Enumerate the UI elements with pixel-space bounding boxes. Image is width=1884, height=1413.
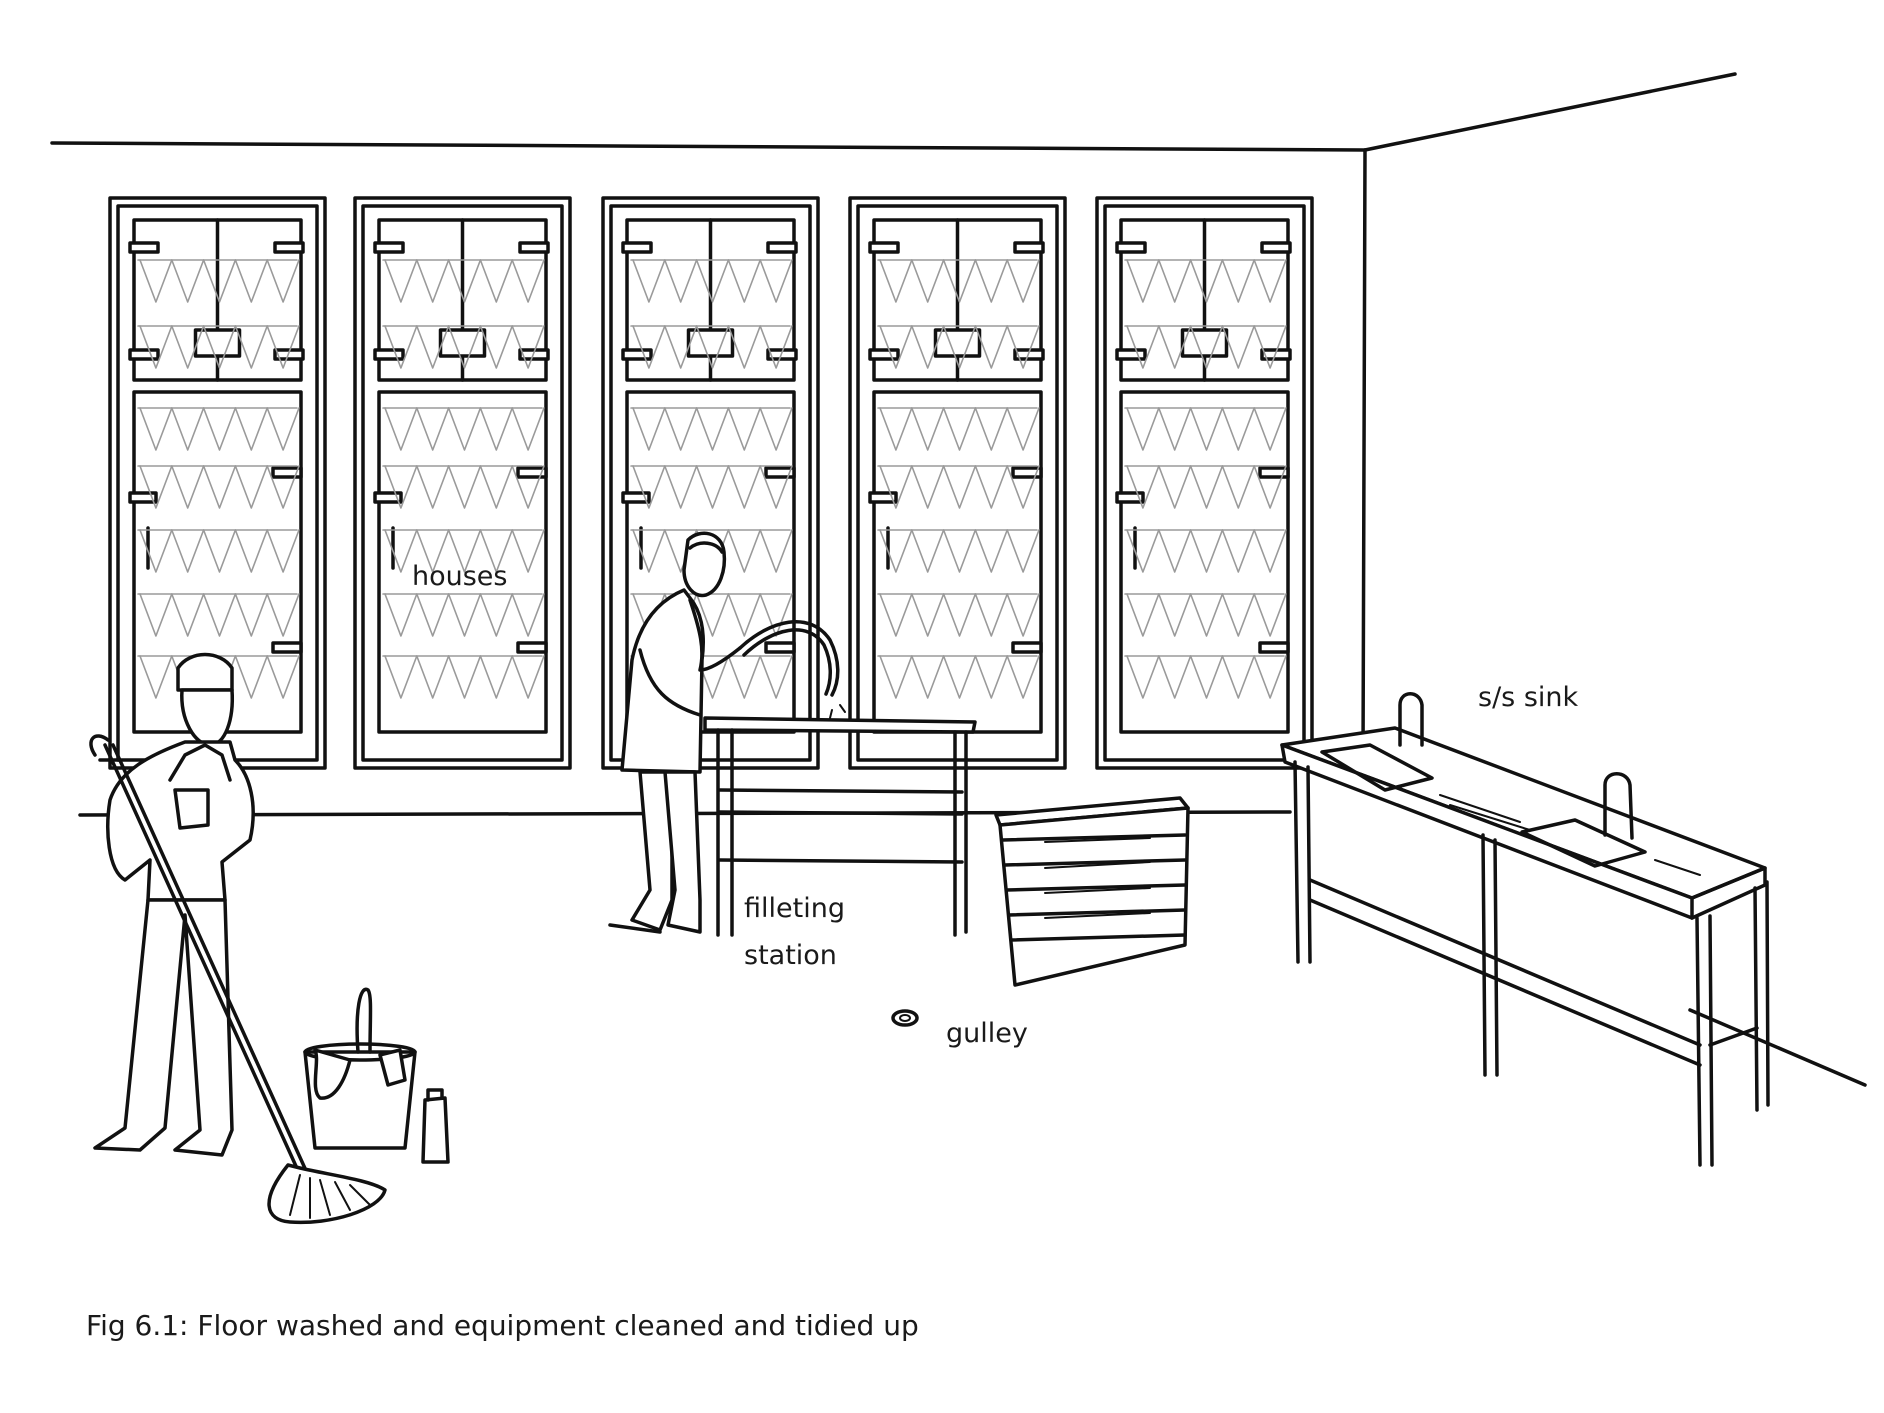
cleaning-bottle [421, 1088, 450, 1164]
stainless-sink [1280, 692, 1770, 1167]
smoke-house-2 [353, 196, 572, 770]
worker-with-hose [608, 531, 846, 934]
smoke-houses [108, 196, 1314, 770]
cleaning-bucket [303, 987, 417, 1150]
diagram-labels: houses s/s sink filleting station gulley [412, 561, 1578, 1049]
label-sink: s/s sink [1478, 682, 1578, 713]
label-gulley: gulley [946, 1018, 1028, 1049]
label-filleting-line2: station [744, 940, 837, 971]
figure-caption: Fig 6.1: Floor washed and equipment clea… [86, 1309, 919, 1342]
label-houses: houses [412, 561, 508, 592]
smoke-house-5 [1095, 196, 1314, 770]
smoke-house-3 [601, 196, 820, 770]
gulley-drain [891, 1009, 919, 1027]
worker-mopping [89, 652, 387, 1225]
smoke-house-4 [848, 196, 1067, 770]
stacked-trays [994, 796, 1190, 987]
filleting-station [703, 716, 977, 937]
label-filleting-line1: filleting [744, 893, 845, 924]
